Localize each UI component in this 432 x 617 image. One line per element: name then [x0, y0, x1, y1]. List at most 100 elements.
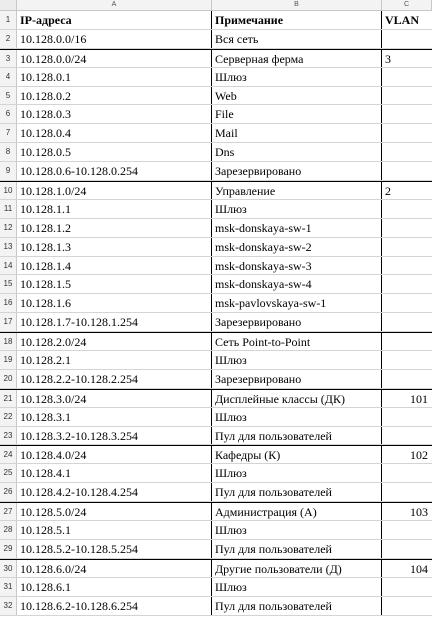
row-number[interactable]: 8: [0, 143, 17, 162]
row-number[interactable]: 3: [0, 49, 17, 67]
row-number[interactable]: 16: [0, 294, 17, 313]
header-note-cell[interactable]: Примечание: [212, 11, 382, 29]
ip-address-cell[interactable]: 10.128.6.1: [17, 577, 212, 596]
row-number[interactable]: 30: [0, 559, 17, 577]
row-number[interactable]: 23: [0, 426, 17, 445]
row-number[interactable]: 7: [0, 124, 17, 143]
note-cell[interactable]: msk-donskaya-sw-2: [212, 237, 382, 256]
ip-address-cell[interactable]: 10.128.2.1: [17, 351, 212, 369]
row-number[interactable]: 19: [0, 351, 17, 369]
row-number[interactable]: 27: [0, 503, 17, 521]
row-number[interactable]: 14: [0, 256, 17, 275]
ip-address-cell[interactable]: 10.128.4.2-10.128.4.254: [17, 483, 212, 502]
ip-address-cell[interactable]: 10.128.2.2-10.128.2.254: [17, 369, 212, 388]
row-number[interactable]: 13: [0, 237, 17, 256]
vlan-cell[interactable]: [382, 464, 432, 482]
vlan-cell[interactable]: [382, 333, 432, 350]
row-number[interactable]: 10: [0, 182, 17, 199]
ip-address-cell[interactable]: 10.128.5.1: [17, 521, 212, 539]
row-number[interactable]: 31: [0, 577, 17, 596]
row-number[interactable]: 2: [0, 29, 17, 48]
row-number[interactable]: 18: [0, 333, 17, 351]
ip-address-cell[interactable]: 10.128.0.1: [17, 67, 212, 86]
column-header-c[interactable]: C: [382, 0, 432, 10]
note-cell[interactable]: Mail: [212, 124, 382, 143]
row-number[interactable]: 21: [0, 389, 17, 407]
note-cell[interactable]: Пул для пользователей: [212, 596, 382, 615]
ip-address-cell[interactable]: 10.128.1.4: [17, 256, 212, 275]
vlan-cell[interactable]: 3: [385, 51, 391, 66]
row-number[interactable]: 20: [0, 369, 17, 388]
note-cell[interactable]: Web: [212, 86, 382, 105]
ip-address-cell[interactable]: 10.128.0.3: [17, 105, 212, 124]
ip-address-cell[interactable]: 10.128.1.1: [17, 199, 212, 218]
ip-address-cell[interactable]: 10.128.1.0/24: [17, 182, 212, 199]
row-number[interactable]: 25: [0, 464, 17, 483]
vlan-cell[interactable]: [382, 105, 432, 123]
ip-address-cell[interactable]: 10.128.0.0/16: [17, 29, 212, 48]
row-number[interactable]: 15: [0, 275, 17, 294]
note-cell[interactable]: Пул для пользователей: [212, 539, 382, 558]
note-cell[interactable]: Серверная ферма: [212, 49, 382, 67]
note-cell[interactable]: File: [212, 105, 382, 124]
vlan-cell[interactable]: 101: [410, 391, 428, 406]
select-all-corner[interactable]: [0, 0, 17, 10]
vlan-cell[interactable]: [382, 313, 432, 331]
note-cell[interactable]: Dns: [212, 143, 382, 162]
ip-address-cell[interactable]: 10.128.2.0/24: [17, 333, 212, 351]
vlan-cell[interactable]: [382, 143, 432, 161]
row-number[interactable]: 22: [0, 407, 17, 426]
note-cell[interactable]: Дисплейные классы (ДК): [212, 389, 382, 407]
ip-address-cell[interactable]: 10.128.3.0/24: [17, 389, 212, 407]
vlan-cell[interactable]: [382, 427, 432, 445]
vlan-cell[interactable]: [382, 275, 432, 293]
ip-address-cell[interactable]: 10.128.4.1: [17, 464, 212, 483]
ip-address-cell[interactable]: 10.128.1.2: [17, 218, 212, 237]
note-cell[interactable]: Шлюз: [212, 407, 382, 426]
note-cell[interactable]: Управление: [212, 182, 382, 199]
vlan-cell[interactable]: [382, 370, 432, 388]
note-cell[interactable]: Кафедры (К): [212, 446, 382, 464]
row-number[interactable]: 5: [0, 86, 17, 105]
ip-address-cell[interactable]: 10.128.6.2-10.128.6.254: [17, 596, 212, 615]
header-vlan-cell[interactable]: VLAN: [385, 13, 420, 27]
ip-address-cell[interactable]: 10.128.0.6-10.128.0.254: [17, 162, 212, 181]
ip-address-cell[interactable]: 10.128.0.0/24: [17, 49, 212, 67]
note-cell[interactable]: Шлюз: [212, 199, 382, 218]
ip-address-cell[interactable]: 10.128.3.1: [17, 407, 212, 426]
vlan-cell[interactable]: [382, 87, 432, 105]
row-number[interactable]: 29: [0, 539, 17, 558]
note-cell[interactable]: msk-donskaya-sw-4: [212, 275, 382, 294]
note-cell[interactable]: Шлюз: [212, 577, 382, 596]
ip-address-cell[interactable]: 10.128.0.2: [17, 86, 212, 105]
row-number[interactable]: 6: [0, 105, 17, 124]
row-number[interactable]: 32: [0, 596, 17, 615]
row-number[interactable]: 28: [0, 521, 17, 539]
vlan-cell[interactable]: [382, 219, 432, 237]
vlan-cell[interactable]: [382, 351, 432, 369]
note-cell[interactable]: Шлюз: [212, 521, 382, 539]
ip-address-cell[interactable]: 10.128.0.5: [17, 143, 212, 162]
vlan-cell[interactable]: 2: [385, 184, 391, 199]
vlan-cell[interactable]: [382, 238, 432, 256]
note-cell[interactable]: msk-pavlovskaya-sw-1: [212, 294, 382, 313]
row-number[interactable]: 24: [0, 446, 17, 464]
vlan-cell[interactable]: [382, 578, 432, 596]
note-cell[interactable]: Шлюз: [212, 351, 382, 369]
ip-address-cell[interactable]: 10.128.0.4: [17, 124, 212, 143]
note-cell[interactable]: Сеть Point-to-Point: [212, 333, 382, 351]
vlan-cell[interactable]: [382, 540, 432, 558]
ip-address-cell[interactable]: 10.128.6.0/24: [17, 559, 212, 577]
note-cell[interactable]: Зарезервировано: [212, 369, 382, 388]
ip-address-cell[interactable]: 10.128.1.3: [17, 237, 212, 256]
vlan-cell[interactable]: [382, 162, 432, 180]
row-number[interactable]: 26: [0, 483, 17, 502]
vlan-cell[interactable]: [382, 30, 432, 48]
note-cell[interactable]: Шлюз: [212, 67, 382, 86]
row-number[interactable]: 9: [0, 162, 17, 181]
column-header-b[interactable]: B: [212, 0, 382, 10]
note-cell[interactable]: Пул для пользователей: [212, 426, 382, 445]
vlan-cell[interactable]: 102: [410, 448, 428, 463]
ip-address-cell[interactable]: 10.128.1.5: [17, 275, 212, 294]
column-header-a[interactable]: A: [17, 0, 212, 10]
